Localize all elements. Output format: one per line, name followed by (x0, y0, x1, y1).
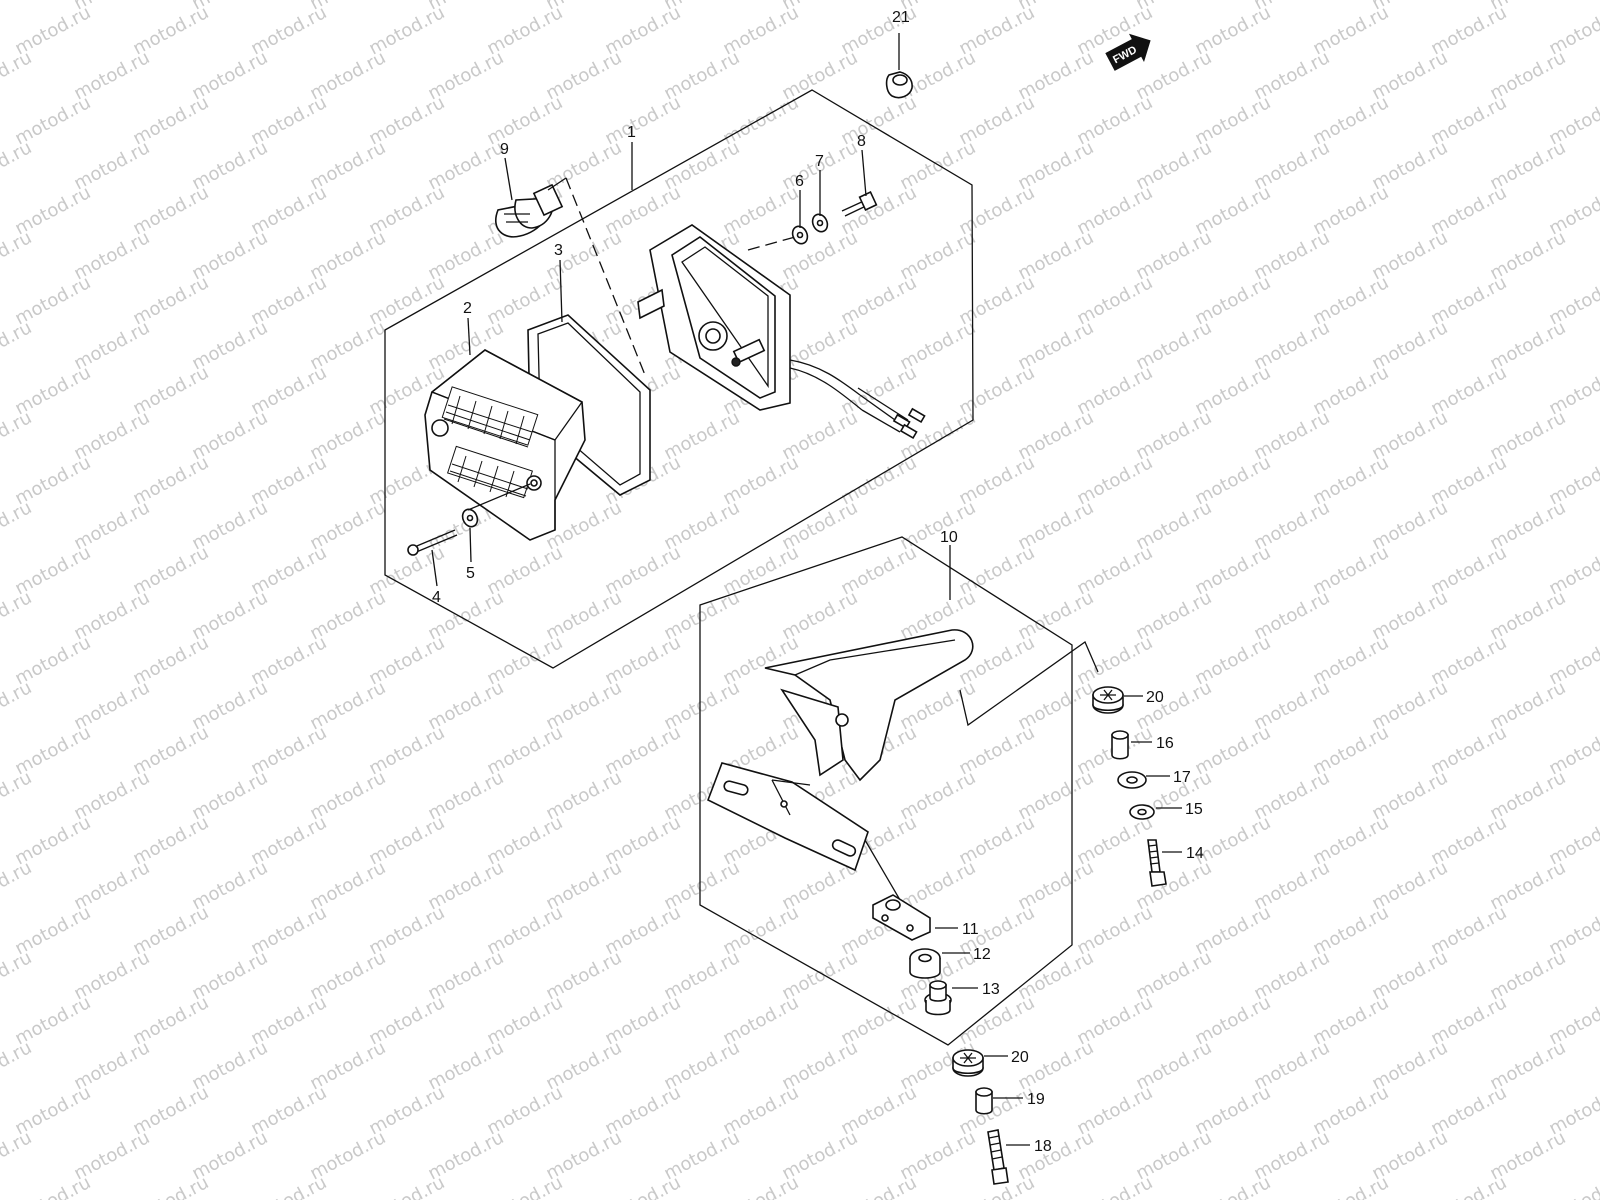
callout-leaders (431, 33, 1182, 1146)
watermark-text: motod.ru (1309, 1172, 1392, 1200)
watermark-text: motod.ru (0, 1037, 35, 1094)
callout-2: 2 (463, 300, 472, 317)
callout-20-upper: 20 (1146, 689, 1164, 706)
washer-6 (791, 225, 809, 245)
callout-17: 17 (1173, 769, 1191, 786)
collar-19 (975, 1087, 993, 1115)
callout-14: 14 (1186, 845, 1204, 862)
forward-direction-arrow: FWD (1105, 33, 1151, 71)
watermark-text: motod.ru (0, 677, 35, 734)
callout-12: 12 (973, 946, 991, 963)
watermark-text: motod.ru (365, 1172, 448, 1200)
lens-screw (407, 529, 458, 556)
washer-7 (811, 213, 829, 233)
callout-9: 9 (500, 141, 509, 158)
license-bracket (706, 629, 974, 872)
watermark-text: motod.ru (837, 1172, 920, 1200)
watermark-text: motod.ru (0, 47, 35, 104)
watermark-text: motod.ru (719, 1172, 802, 1200)
watermark-text: motod.ru (0, 497, 35, 554)
lens-grid-upper (441, 386, 539, 448)
watermark-text: motod.ru (0, 407, 35, 464)
watermark-text: motod.ru (0, 1127, 35, 1184)
screw-washer (461, 508, 479, 528)
tail-lamp-housing (637, 224, 926, 440)
callout-4: 4 (432, 589, 441, 606)
bracket-assembly-frame (699, 536, 1073, 1046)
bulb (495, 183, 564, 238)
tail-light-assembly-frame (384, 89, 974, 669)
bolt-8 (841, 191, 878, 217)
callout-19: 19 (1027, 1091, 1045, 1108)
callout-7: 7 (815, 153, 824, 170)
collar-13 (924, 980, 952, 1016)
callout-8: 8 (857, 133, 866, 150)
nut-21 (885, 71, 913, 99)
watermark-text: motod.ru (0, 587, 35, 644)
watermark-text: motod.ru (129, 1172, 212, 1200)
clamp-11 (872, 894, 931, 941)
bolt-18 (987, 1129, 1009, 1185)
callout-16: 16 (1156, 735, 1174, 752)
watermark-text: motod.ru (0, 227, 35, 284)
collar-16 (1111, 730, 1129, 760)
callout-3: 3 (554, 242, 563, 259)
watermark-text: motod.ru (0, 0, 35, 14)
watermark-text: motod.ru (11, 1172, 94, 1200)
watermark-text: motod.ru (601, 1172, 684, 1200)
callout-18: 18 (1034, 1138, 1052, 1155)
watermark-text: motod.ru (1545, 1172, 1600, 1200)
callout-10: 10 (940, 529, 958, 546)
bolt-14 (1147, 839, 1167, 887)
watermark-text: motod.ru (0, 767, 35, 824)
nut-20-upper (1092, 686, 1124, 714)
callout-1: 1 (627, 124, 636, 141)
watermark-text: motod.ru (1427, 1172, 1510, 1200)
tail-lamp-lens (424, 349, 586, 541)
watermark-text: motod.ru (0, 947, 35, 1004)
callout-20-lower: 20 (1011, 1049, 1029, 1066)
washer-15 (1129, 804, 1155, 820)
watermark-text: motod.ru (1073, 1172, 1156, 1200)
callout-6: 6 (795, 173, 804, 190)
grommet-12 (909, 948, 941, 979)
callout-15: 15 (1185, 801, 1203, 818)
watermark-text: motod.ru (0, 857, 35, 914)
washer-17 (1117, 771, 1147, 789)
bracket-guide-lines (864, 641, 1099, 901)
nut-20-lower (952, 1049, 984, 1077)
callout-11: 11 (962, 921, 979, 938)
callout-5: 5 (466, 565, 475, 582)
callout-21: 21 (892, 9, 910, 26)
callout-labels: 1 2 3 4 5 6 7 8 9 10 11 12 13 14 15 16 1… (432, 9, 1204, 1155)
callout-13: 13 (982, 981, 1000, 998)
watermark-text: motod.ru (247, 1172, 330, 1200)
watermark-text: motod.ru (1191, 1172, 1274, 1200)
watermark-text: motod.ru (0, 137, 35, 194)
lens-grid-lower (447, 445, 533, 499)
assembly-guide-lines (467, 177, 796, 511)
watermark-text: motod.ru (483, 1172, 566, 1200)
watermark-text: motod.ru (0, 317, 35, 374)
